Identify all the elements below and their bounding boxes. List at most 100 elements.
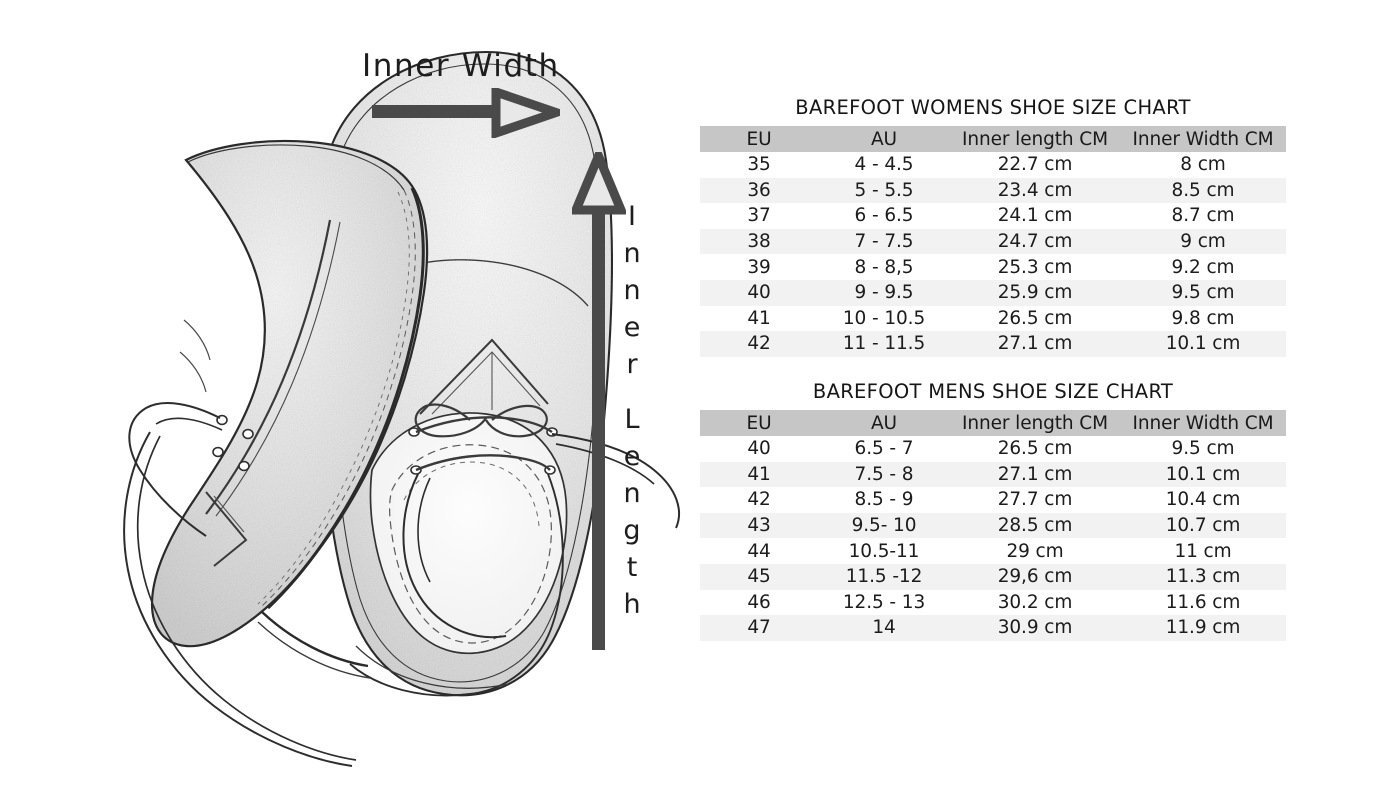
cell-au: 8 - 8,5 — [818, 254, 950, 280]
cell-au: 6.5 - 7 — [818, 436, 950, 462]
cell-inner-length: 24.7 cm — [950, 228, 1120, 255]
table-row: 40 9 - 9.5 25.9 cm 9.5 cm — [700, 279, 1286, 306]
cell-inner-width: 9.5 cm — [1120, 279, 1286, 306]
cell-inner-width: 8.5 cm — [1120, 177, 1286, 204]
cell-inner-length: 23.4 cm — [950, 177, 1120, 204]
cell-inner-length: 30.9 cm — [950, 615, 1120, 641]
cell-inner-width: 9.5 cm — [1120, 436, 1286, 462]
shoe-illustration-panel: Inner Width I n n e r L e n g t h — [0, 0, 690, 788]
cell-inner-width: 9 cm — [1120, 228, 1286, 255]
cell-eu: 38 — [700, 228, 818, 255]
column-header-eu: EU — [700, 410, 818, 436]
cell-inner-width: 8 cm — [1120, 152, 1286, 178]
cell-inner-length: 26.5 cm — [950, 305, 1120, 332]
cell-eu: 36 — [700, 177, 818, 204]
cell-eu: 44 — [700, 538, 818, 564]
cell-inner-width: 9.8 cm — [1120, 305, 1286, 332]
table-row: 40 6.5 - 7 26.5 cm 9.5 cm — [700, 436, 1286, 462]
cell-au: 14 — [818, 615, 950, 641]
cell-eu: 41 — [700, 461, 818, 488]
cell-eu: 39 — [700, 254, 818, 280]
table-row: 47 14 30.9 cm 11.9 cm — [700, 615, 1286, 641]
cell-au: 6 - 6.5 — [818, 203, 950, 229]
cell-inner-width: 11.3 cm — [1120, 563, 1286, 590]
cell-eu: 42 — [700, 331, 818, 357]
table-row: 42 11 - 11.5 27.1 cm 10.1 cm — [700, 331, 1286, 357]
cell-au: 7 - 7.5 — [818, 228, 950, 255]
cell-eu: 42 — [700, 487, 818, 513]
inner-length-char: n — [623, 275, 641, 306]
cell-au: 11 - 11.5 — [818, 331, 950, 357]
cell-inner-length: 27.1 cm — [950, 461, 1120, 488]
inner-length-char: t — [626, 552, 638, 583]
cell-inner-width: 9.2 cm — [1120, 254, 1286, 280]
cell-eu: 45 — [700, 563, 818, 590]
table-row: 42 8.5 - 9 27.7 cm 10.4 cm — [700, 487, 1286, 513]
column-header-eu: EU — [700, 126, 818, 152]
column-header-au: AU — [818, 126, 950, 152]
inner-length-char: g — [623, 515, 641, 546]
cell-au: 5 - 5.5 — [818, 177, 950, 204]
mens-size-table: EU AU Inner length CM Inner Width CM 40 … — [700, 410, 1286, 641]
column-header-inner-width: Inner Width CM — [1120, 126, 1286, 152]
womens-size-table: EU AU Inner length CM Inner Width CM 35 … — [700, 126, 1286, 357]
inner-length-char: e — [623, 312, 641, 343]
table-row: 43 9.5- 10 28.5 cm 10.7 cm — [700, 512, 1286, 539]
cell-inner-width: 11.9 cm — [1120, 615, 1286, 641]
inner-length-char: n — [623, 478, 641, 509]
inner-length-char: n — [623, 238, 641, 269]
barefoot-shoe-sketch-icon — [123, 50, 680, 767]
cell-inner-width: 11 cm — [1120, 538, 1286, 564]
column-header-inner-length: Inner length CM — [950, 410, 1120, 436]
inner-length-char: h — [623, 589, 641, 620]
table-row: 37 6 - 6.5 24.1 cm 8.7 cm — [700, 203, 1286, 229]
cell-inner-length: 29,6 cm — [950, 563, 1120, 590]
inner-length-char: e — [623, 441, 641, 472]
inner-length-char: L — [624, 404, 640, 435]
womens-chart-title: BAREFOOT WOMENS SHOE SIZE CHART — [795, 96, 1191, 119]
cell-inner-length: 30.2 cm — [950, 589, 1120, 616]
cell-eu: 46 — [700, 589, 818, 616]
table-row: 38 7 - 7.5 24.7 cm 9 cm — [700, 228, 1286, 255]
shoe-side-view — [123, 139, 429, 767]
cell-au: 4 - 4.5 — [818, 152, 950, 178]
inner-length-char: I — [628, 201, 636, 232]
inner-length-label: I n n e r L e n g t h — [612, 198, 652, 623]
cell-au: 7.5 - 8 — [818, 461, 950, 488]
table-row: 35 4 - 4.5 22.7 cm 8 cm — [700, 152, 1286, 178]
cell-au: 9 - 9.5 — [818, 279, 950, 306]
table-header-row: EU AU Inner length CM Inner Width CM — [700, 126, 1286, 152]
cell-eu: 37 — [700, 203, 818, 229]
table-row: 46 12.5 - 13 30.2 cm 11.6 cm — [700, 589, 1286, 616]
table-row: 39 8 - 8,5 25.3 cm 9.2 cm — [700, 254, 1286, 280]
column-header-inner-length: Inner length CM — [950, 126, 1120, 152]
cell-inner-width: 10.1 cm — [1120, 331, 1286, 357]
cell-eu: 40 — [700, 436, 818, 462]
table-row: 44 10.5-11 29 cm 11 cm — [700, 538, 1286, 564]
cell-eu: 43 — [700, 512, 818, 539]
table-row: 36 5 - 5.5 23.4 cm 8.5 cm — [700, 177, 1286, 204]
cell-au: 8.5 - 9 — [818, 487, 950, 513]
cell-au: 12.5 - 13 — [818, 589, 950, 616]
cell-inner-length: 25.3 cm — [950, 254, 1120, 280]
cell-inner-width: 8.7 cm — [1120, 203, 1286, 229]
table-header-row: EU AU Inner length CM Inner Width CM — [700, 410, 1286, 436]
table-row: 45 11.5 -12 29,6 cm 11.3 cm — [700, 563, 1286, 590]
womens-size-chart: BAREFOOT WOMENS SHOE SIZE CHART EU AU In… — [700, 96, 1286, 357]
inner-length-word-gap — [612, 383, 652, 401]
cell-inner-width: 10.7 cm — [1120, 512, 1286, 539]
cell-inner-length: 22.7 cm — [950, 152, 1120, 178]
inner-width-label: Inner Width — [362, 48, 560, 84]
mens-chart-title: BAREFOOT MENS SHOE SIZE CHART — [812, 380, 1174, 403]
column-header-au: AU — [818, 410, 950, 436]
inner-length-arrow-icon — [572, 152, 626, 650]
cell-eu: 47 — [700, 615, 818, 641]
table-row: 41 7.5 - 8 27.1 cm 10.1 cm — [700, 461, 1286, 488]
cell-eu: 40 — [700, 279, 818, 306]
mens-size-chart: BAREFOOT MENS SHOE SIZE CHART EU AU Inne… — [700, 380, 1286, 641]
cell-au: 11.5 -12 — [818, 563, 950, 590]
inner-length-char: r — [626, 349, 638, 380]
cell-inner-width: 11.6 cm — [1120, 589, 1286, 616]
size-charts-panel: BAREFOOT WOMENS SHOE SIZE CHART EU AU In… — [700, 0, 1300, 788]
inner-width-arrow-icon — [372, 88, 560, 138]
